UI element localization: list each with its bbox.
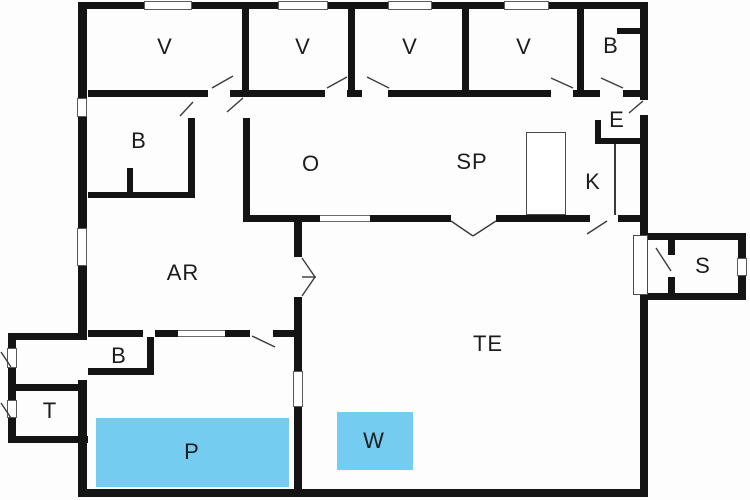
door-swing-line [301,276,316,297]
room-label-b-bottom: B [111,343,127,368]
wall-living-top [370,215,451,222]
wall-ar-bottom [155,330,178,337]
wall-entry-stub [595,120,601,144]
wall-poolbath-right [147,337,154,368]
wall-room-divider [462,9,469,90]
wall-bath-right [188,118,195,198]
wall-right-lower [640,293,648,489]
wall-poolbath-bottom [88,368,154,375]
wall-living-top [243,215,320,222]
room-label-b-mid: B [131,128,147,153]
sauna-wall-right [738,276,746,300]
room-label-te: TE [472,331,504,356]
wall-vband-bottom [230,90,325,97]
sauna-wall-divider [668,240,675,255]
wall-ar-bottom [88,330,143,337]
annex-wall-left [8,333,16,348]
room-label-v4: V [516,34,532,59]
annex-wall-left [8,368,16,400]
window [293,371,303,407]
wall-opening [178,330,225,337]
threshold-outline [633,235,648,295]
window [504,1,549,10]
room-label-k: K [585,169,601,194]
door-swing-line [179,101,194,117]
wall-bath-bottom [88,192,195,198]
annex-wall-bottom [8,436,88,443]
annex-wall-left [8,418,16,443]
wall-opening [320,215,370,222]
room-label-w: W [363,428,385,453]
wall-top [80,2,648,9]
sauna-wall-right [738,233,746,258]
window [737,258,747,276]
window [77,98,87,117]
wall-living-top [496,215,590,222]
wall-left-upper [78,2,87,340]
wall-vband-bottom [88,90,208,97]
door-swing-line [550,77,574,89]
window [7,348,17,368]
sauna-wall-divider [668,277,675,293]
door-swing-line [628,100,644,114]
wall-hall-left [243,118,250,215]
room-label-s: S [695,253,711,278]
wall-ar-te-divider [294,407,302,489]
wall-ar-bottom [225,330,250,337]
wall-ar-te-divider [294,215,302,257]
room-label-v2: V [295,34,311,59]
door-swing-line [326,76,348,89]
door-swing-line [226,97,244,113]
wall-room-divider [348,9,355,90]
window [144,1,192,10]
kitchen-counter-line [614,144,616,215]
door-swing-line [366,76,390,89]
annex-wall-top [8,333,80,340]
window [388,1,432,10]
door-swing-line [600,77,624,89]
wall-vband-bottom [347,90,362,97]
door-swing-line [586,220,608,235]
wall-room-divider [242,9,249,90]
wall-vband-bottom [573,90,600,97]
room-label-t: T [42,398,58,423]
door-swing-line [211,75,234,89]
room-label-o: O [301,151,321,176]
annex-wall-divider [16,384,80,391]
wall-stub-bathroom-top [617,28,640,34]
window [77,228,87,266]
window [278,1,328,10]
door-swing-line [472,220,497,237]
wall-right-middle [640,115,648,240]
door-swing-line [301,257,316,278]
room-label-e: E [609,107,625,132]
wall-room-divider [577,9,584,90]
stairs-outline [526,132,566,215]
wall-vband-bottom [388,90,551,97]
whirlpool [337,412,413,470]
room-label-sp: SP [456,149,488,174]
window [7,400,17,418]
wall-bath-stub [127,168,133,198]
wall-right-upper [640,2,648,100]
wall-bottom [78,489,648,497]
wall-entry-bottom [595,138,648,144]
sauna-wall-top [648,233,745,240]
wall-living-top [618,215,648,222]
room-label-ar: AR [166,260,200,285]
door-swing-line [251,335,276,348]
door-swing-line [450,220,474,237]
room-label-p: P [184,439,200,464]
wall-vband-bottom [623,90,640,97]
sauna-wall-bottom [648,293,745,300]
pool [96,418,289,487]
room-label-v3: V [402,34,418,59]
room-label-b-top: B [603,33,619,58]
wall-ar-bottom [273,330,294,337]
wall-ar-te-divider [294,297,302,371]
room-label-v1: V [157,34,173,59]
